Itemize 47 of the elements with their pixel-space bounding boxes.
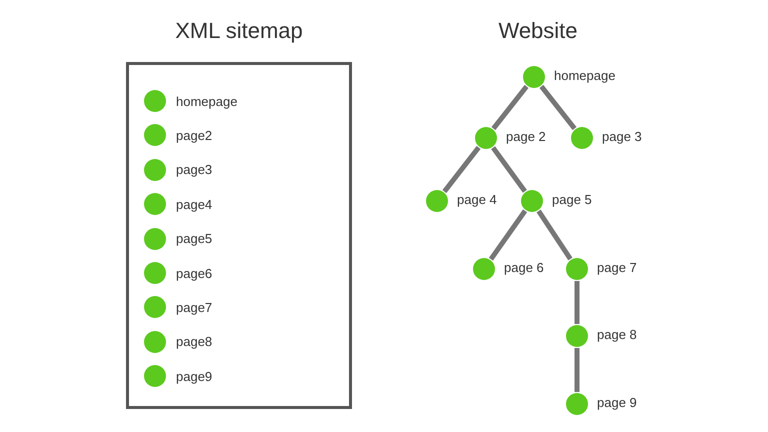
circle-node — [473, 258, 495, 280]
circle-node — [566, 258, 588, 280]
sitemap-item — [144, 228, 212, 250]
page-label: page 6 — [504, 260, 544, 276]
page-label: page9 — [176, 368, 212, 384]
sitemap-item — [144, 90, 238, 112]
sitemap-item — [144, 124, 212, 146]
connector-line — [442, 146, 481, 194]
page-label: page8 — [176, 334, 212, 350]
sitemap-item — [144, 365, 212, 388]
circle-node — [521, 190, 543, 212]
circle-node — [426, 190, 448, 212]
page-label: page 2 — [506, 129, 546, 145]
circle-node — [571, 127, 593, 149]
page-label: page5 — [176, 231, 212, 246]
page-label: homepage — [176, 94, 238, 108]
sitemap-box — [126, 62, 352, 409]
heading: XML sitemap — [174, 18, 304, 44]
page-label: page6 — [176, 266, 212, 280]
circle-node — [523, 66, 545, 88]
page-label: page7 — [176, 300, 212, 315]
connector-line — [491, 146, 527, 193]
page-label: page3 — [176, 162, 212, 178]
connector-line — [491, 84, 529, 130]
page-label: page4 — [176, 196, 212, 212]
page-label: page 7 — [597, 260, 637, 276]
connector-line — [536, 210, 572, 260]
circle-node — [475, 127, 497, 149]
page-label: page 8 — [597, 327, 637, 343]
heading: Website — [497, 18, 579, 44]
page-label: page 3 — [602, 129, 642, 145]
page-label: page 4 — [457, 192, 497, 208]
sitemap-item — [144, 158, 212, 181]
connector-line — [488, 209, 528, 261]
connector-line — [574, 281, 580, 324]
page-label: homepage — [554, 68, 616, 84]
page-label: page 5 — [552, 192, 592, 208]
circle-node — [566, 393, 588, 415]
sitemap-item — [144, 262, 212, 284]
sitemap-item — [144, 193, 212, 216]
page-label: page2 — [176, 128, 212, 143]
circle-node — [566, 325, 588, 347]
connector-line — [539, 84, 577, 130]
page-label: page 9 — [597, 395, 637, 411]
connector-line — [574, 348, 580, 392]
sitemap-item — [144, 330, 212, 353]
sitemap-item — [144, 296, 212, 318]
